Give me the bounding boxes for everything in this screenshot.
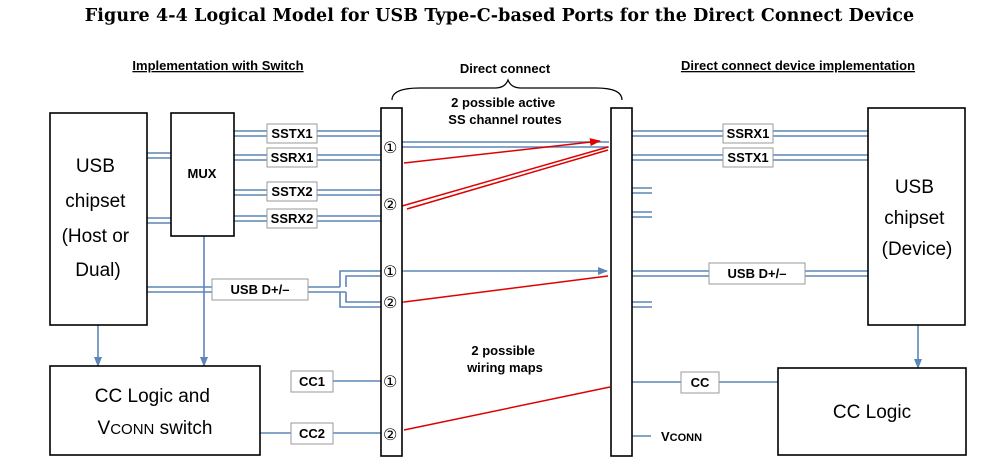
- device-chipset-line3: (Device): [882, 239, 953, 260]
- direct-connect-brace: [391, 78, 623, 101]
- label-cc2: CC2: [299, 426, 325, 441]
- left-connector: [380, 107, 403, 457]
- header-right: Direct connect device implementation: [681, 58, 915, 73]
- cc-logic-device-label: CC Logic: [833, 402, 911, 423]
- ss-routes-line1: 2 possible active: [451, 95, 555, 110]
- label-right-sstx1: SSTX1: [727, 150, 768, 165]
- usb-chipset-host-block: [49, 112, 148, 326]
- svg-text:CC Logic and VCONN switch: CC Logic and VCONN switch: [95, 386, 215, 439]
- label-vconn: VCONN: [661, 429, 702, 444]
- wiring-maps-line1: 2 possible: [471, 343, 535, 358]
- label-ssrx1: SSRX1: [271, 150, 314, 165]
- svg-text:USB chipset (Device): USB chipset (Device): [882, 177, 953, 260]
- host-chipset-line4: Dual): [75, 260, 120, 281]
- cc-logic-vconn-block: [49, 365, 261, 456]
- cc-logic-line1: CC Logic and: [95, 386, 210, 407]
- pin-2-usb: ②: [383, 293, 397, 312]
- label-cc1: CC1: [299, 374, 325, 389]
- label-sstx2: SSTX2: [271, 184, 312, 199]
- pin-2-ss: ②: [383, 195, 397, 214]
- pin-2-cc: ②: [383, 425, 397, 444]
- cc-logic-line2: VCONN switch: [98, 418, 213, 439]
- svg-text:2 possible active SS chann: 2 possible active SS channel routes: [448, 95, 561, 127]
- host-chipset-line1: USB: [76, 156, 115, 177]
- label-cc: CC: [691, 375, 710, 390]
- red-routes: [391, 138, 611, 431]
- pin-1-ss: ①: [383, 138, 397, 157]
- label-usb-dpdm-left: USB D+/–: [231, 282, 290, 297]
- device-chipset-line2: chipset: [884, 208, 945, 229]
- label-ssrx2: SSRX2: [271, 211, 314, 226]
- device-chipset-line1: USB: [895, 177, 934, 198]
- header-middle: Direct connect: [460, 61, 551, 76]
- label-right-ssrx1: SSRX1: [727, 126, 770, 141]
- ss-routes-line2: SS channel routes: [448, 112, 561, 127]
- usb-chipset-device-block: [867, 107, 966, 326]
- pin-1-usb: ①: [383, 262, 397, 281]
- mux-block: [170, 112, 235, 237]
- svg-text:USB chipset (Host or: USB chipset (Host or Dual): [62, 156, 135, 281]
- right-connector: [610, 107, 633, 457]
- figure-title: Figure 4-4 Logical Model for USB Type-C-…: [84, 6, 915, 26]
- header-left: Implementation with Switch: [132, 58, 303, 73]
- pin-1-cc: ①: [383, 372, 397, 391]
- host-chipset-line3: (Host or: [62, 226, 130, 247]
- mux-label: MUX: [188, 166, 217, 181]
- host-chipset-line2: chipset: [65, 191, 126, 212]
- svg-text:2 possible wiring maps: 2 possible wiring maps: [466, 343, 543, 375]
- label-sstx1: SSTX1: [271, 126, 312, 141]
- cc-logic-device-block: [777, 367, 967, 456]
- label-usb-dpdm-right: USB D+/–: [728, 266, 787, 281]
- wiring-maps-line2: wiring maps: [466, 360, 543, 375]
